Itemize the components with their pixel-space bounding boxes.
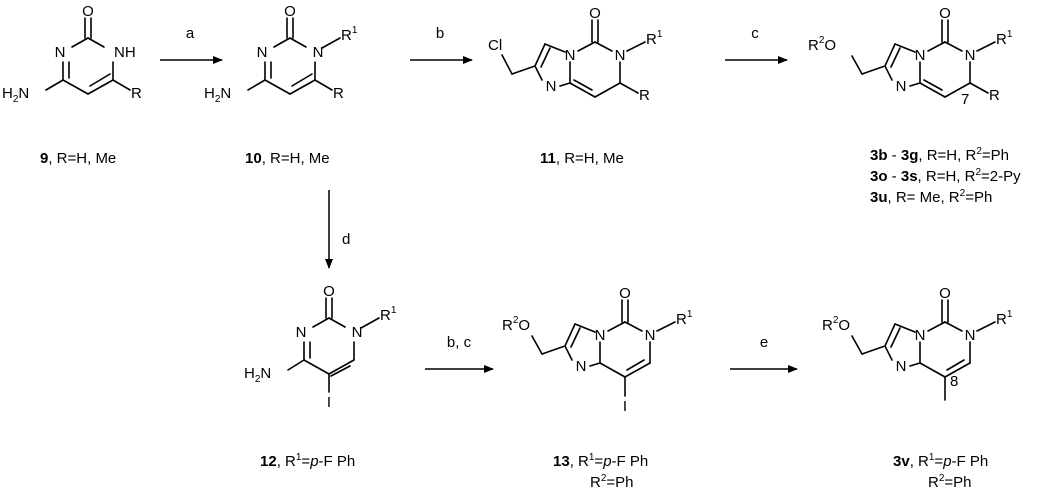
atom-cl: Cl [488, 37, 502, 54]
atom-r: R [131, 85, 142, 102]
atom-n: N [546, 78, 557, 95]
reagent-d: d [342, 231, 350, 248]
label-compound-10: 10, R=H, Me [245, 150, 330, 167]
reagent-e: e [760, 334, 768, 351]
atom-i: I [623, 398, 627, 415]
label-compound-3b-3g: 3b - 3g, R=H, R2=Ph [870, 146, 1009, 164]
atom-n: N [576, 358, 587, 375]
atom-n: N [915, 47, 926, 64]
atom-r1: R1 [996, 309, 1013, 328]
atom-o: O [284, 3, 296, 20]
compound-13-structure: O N N N R2O R1 I [502, 285, 693, 415]
atom-r: R [333, 85, 344, 102]
atom-n: N [896, 358, 907, 375]
atom-h2n: H2N [244, 365, 271, 385]
compound-3-structure: O N N N R2O R1 R 7 [808, 5, 1013, 108]
atom-nh: NH [114, 44, 136, 61]
atom-o: O [589, 5, 601, 22]
atom-n: N [965, 47, 976, 64]
label-compound-13: 13, R1=p-F Ph [553, 452, 648, 470]
label-compound-3v-r2: R2=Ph [928, 473, 972, 491]
atom-r2o: R2O [822, 315, 850, 334]
atom-n: N [296, 324, 307, 341]
label-compound-11: 11, R=H, Me [540, 150, 624, 167]
atom-h2n: H2N [2, 85, 29, 105]
atom-r2o: R2O [808, 35, 836, 54]
atom-n: N [915, 327, 926, 344]
atom-r1: R1 [676, 309, 693, 328]
atom-o: O [82, 3, 94, 20]
atom-n: N [615, 47, 626, 64]
atom-o: O [323, 283, 335, 300]
compound-9-structure: O N NH R H2N [2, 3, 142, 105]
atom-n: N [595, 327, 606, 344]
reagent-c: c [751, 25, 759, 42]
label-compound-13-r2: R2=Ph [590, 473, 634, 491]
label-compound-12: 12, R1=p-F Ph [260, 452, 355, 470]
reagent-bc: b, c [447, 334, 472, 351]
atom-r1: R1 [380, 305, 397, 324]
label-compound-3o-3s: 3o - 3s, R=H, R2=2-Py [870, 167, 1021, 185]
position-8: 8 [950, 373, 958, 390]
atom-r: R [639, 87, 650, 104]
atom-i: I [327, 394, 331, 411]
compound-11-structure: O N N N Cl R1 R [488, 5, 663, 104]
atom-n: N [896, 78, 907, 95]
reagent-b: b [436, 25, 444, 42]
atom-r1: R1 [341, 25, 358, 44]
compound-3v-structure: O N N N R2O R1 8 [822, 285, 1013, 401]
label-compound-3u: 3u, R= Me, R2=Ph [870, 188, 992, 206]
atom-n: N [313, 44, 324, 61]
compound-10-structure: O N N R1 R H2N [204, 3, 358, 105]
atom-h2n: H2N [204, 85, 231, 105]
position-7: 7 [961, 91, 969, 108]
atom-n: N [352, 324, 363, 341]
compound-12-structure: O N N R1 H2N I [244, 283, 397, 411]
reagent-a: a [186, 25, 195, 42]
atom-n: N [965, 327, 976, 344]
atom-r2o: R2O [502, 315, 530, 334]
atom-r: R [989, 87, 1000, 104]
atom-n: N [55, 44, 66, 61]
atom-n: N [565, 47, 576, 64]
atom-n: N [257, 44, 268, 61]
label-compound-9: 9, R=H, Me [40, 150, 116, 167]
atom-r1: R1 [996, 29, 1013, 48]
atom-o: O [939, 5, 951, 22]
atom-n: N [645, 327, 656, 344]
label-compound-3v: 3v, R1=p-F Ph [893, 452, 988, 470]
atom-o: O [939, 285, 951, 302]
atom-r1: R1 [646, 29, 663, 48]
atom-o: O [619, 285, 631, 302]
